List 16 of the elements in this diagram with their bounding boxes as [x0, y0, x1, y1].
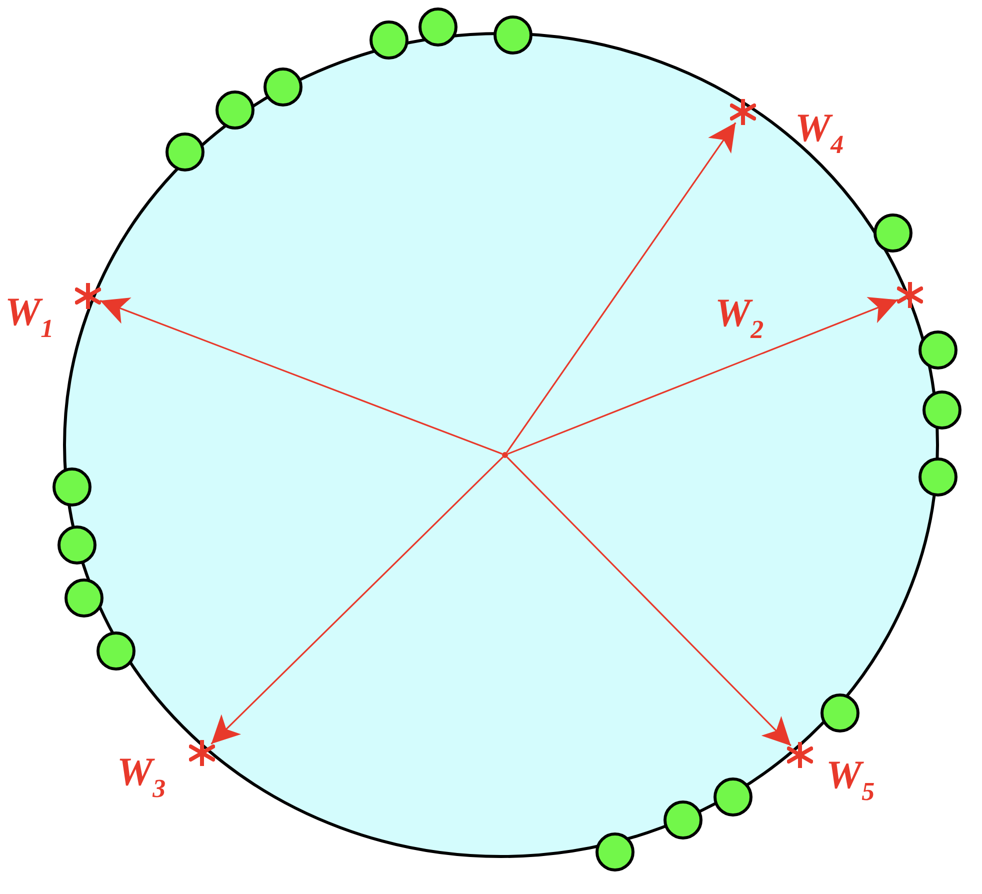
asterisk-mark	[787, 742, 813, 768]
arrow	[508, 297, 898, 455]
arrow	[100, 298, 502, 455]
asterisk-mark	[75, 283, 101, 309]
arrow	[506, 122, 736, 453]
vector-label: W$_{2}$	[715, 293, 764, 343]
center-point	[502, 452, 508, 458]
asterisk-mark	[189, 740, 215, 766]
arrow	[210, 456, 504, 744]
asterisk-mark	[897, 282, 923, 308]
vector-label: W$_{4}$	[795, 108, 844, 158]
vector-label: W$_{1}$	[5, 292, 54, 342]
circle-outline	[63, 32, 939, 858]
vector-label: W$_{3}$	[117, 752, 166, 802]
arrow	[506, 456, 792, 746]
vector-label: W$_{5}$	[826, 755, 875, 805]
